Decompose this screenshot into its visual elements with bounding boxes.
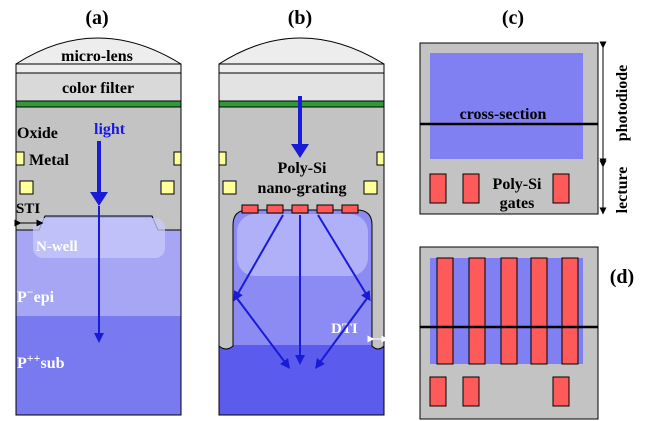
color-filter-label: color filter bbox=[62, 80, 134, 97]
metal-block bbox=[173, 151, 182, 166]
grating-bar bbox=[241, 204, 259, 214]
panel-a: (a) micro-lens color filter Oxide Metal … bbox=[14, 7, 182, 416]
metal-block bbox=[376, 151, 385, 166]
grating-gate bbox=[561, 257, 579, 365]
photodiode-label: photodiode bbox=[614, 65, 631, 141]
n-well-label: N-well bbox=[36, 239, 78, 255]
poly-gate bbox=[429, 376, 447, 407]
panel-b-border bbox=[218, 63, 385, 416]
grating-bar bbox=[341, 204, 359, 214]
grating-gate bbox=[500, 257, 518, 365]
panel-b: (b) Poly-Si nano-grating DTI bbox=[218, 7, 389, 416]
metal-block bbox=[222, 180, 237, 195]
panel-d: (d) bbox=[419, 246, 634, 420]
oxide-label: Oxide bbox=[17, 125, 58, 142]
diffracted-rays bbox=[233, 214, 371, 370]
metal-label: Metal bbox=[29, 152, 70, 169]
panel-b-tag: (b) bbox=[288, 7, 312, 29]
grating-gate bbox=[468, 257, 486, 365]
lecture-label: lecture bbox=[614, 167, 631, 214]
poly-si-gates-label-1: Poly-Si bbox=[493, 176, 542, 193]
grating-gate bbox=[436, 257, 454, 365]
metal-block bbox=[218, 151, 227, 166]
grating-bar bbox=[266, 204, 284, 214]
poly-si-gates-label-2: gates bbox=[500, 195, 535, 212]
photodiode-area bbox=[430, 53, 583, 159]
panel-d-tag: (d) bbox=[610, 266, 634, 288]
metal-block bbox=[15, 151, 25, 166]
metal-block bbox=[363, 180, 378, 195]
grating-bar bbox=[316, 204, 334, 214]
cross-section-label: cross-section bbox=[460, 106, 547, 123]
metal-block bbox=[19, 180, 34, 195]
light-arrow-head bbox=[90, 192, 108, 206]
poly-gate bbox=[462, 173, 480, 204]
micro-lens-shape-b bbox=[218, 37, 385, 74]
panel-c-tag: (c) bbox=[502, 7, 524, 29]
light-arrow-head-b bbox=[291, 144, 309, 158]
p-epi-label: P−epi bbox=[17, 285, 55, 306]
grating-bar bbox=[291, 204, 309, 214]
panel-a-border bbox=[15, 63, 182, 416]
poly-gate bbox=[552, 173, 570, 204]
poly-gate bbox=[552, 376, 570, 407]
nano-grating-label: nano-grating bbox=[258, 180, 347, 197]
metal-block bbox=[160, 180, 175, 195]
micro-lens-label: micro-lens bbox=[61, 48, 133, 65]
panel-a-tag: (a) bbox=[85, 7, 108, 29]
poly-si-label: Poly-Si bbox=[278, 160, 327, 177]
poly-gate bbox=[429, 173, 447, 204]
grating-gate bbox=[530, 257, 548, 365]
p-sub-label: P++sub bbox=[17, 351, 65, 372]
light-label: light bbox=[94, 121, 126, 138]
pixel-well-region bbox=[237, 214, 368, 276]
green-layer bbox=[15, 100, 182, 108]
panel-c: (c) cross-section Poly-Si gates photodio… bbox=[419, 7, 631, 215]
poly-gate bbox=[462, 376, 480, 407]
sti-label: STI bbox=[16, 201, 40, 217]
